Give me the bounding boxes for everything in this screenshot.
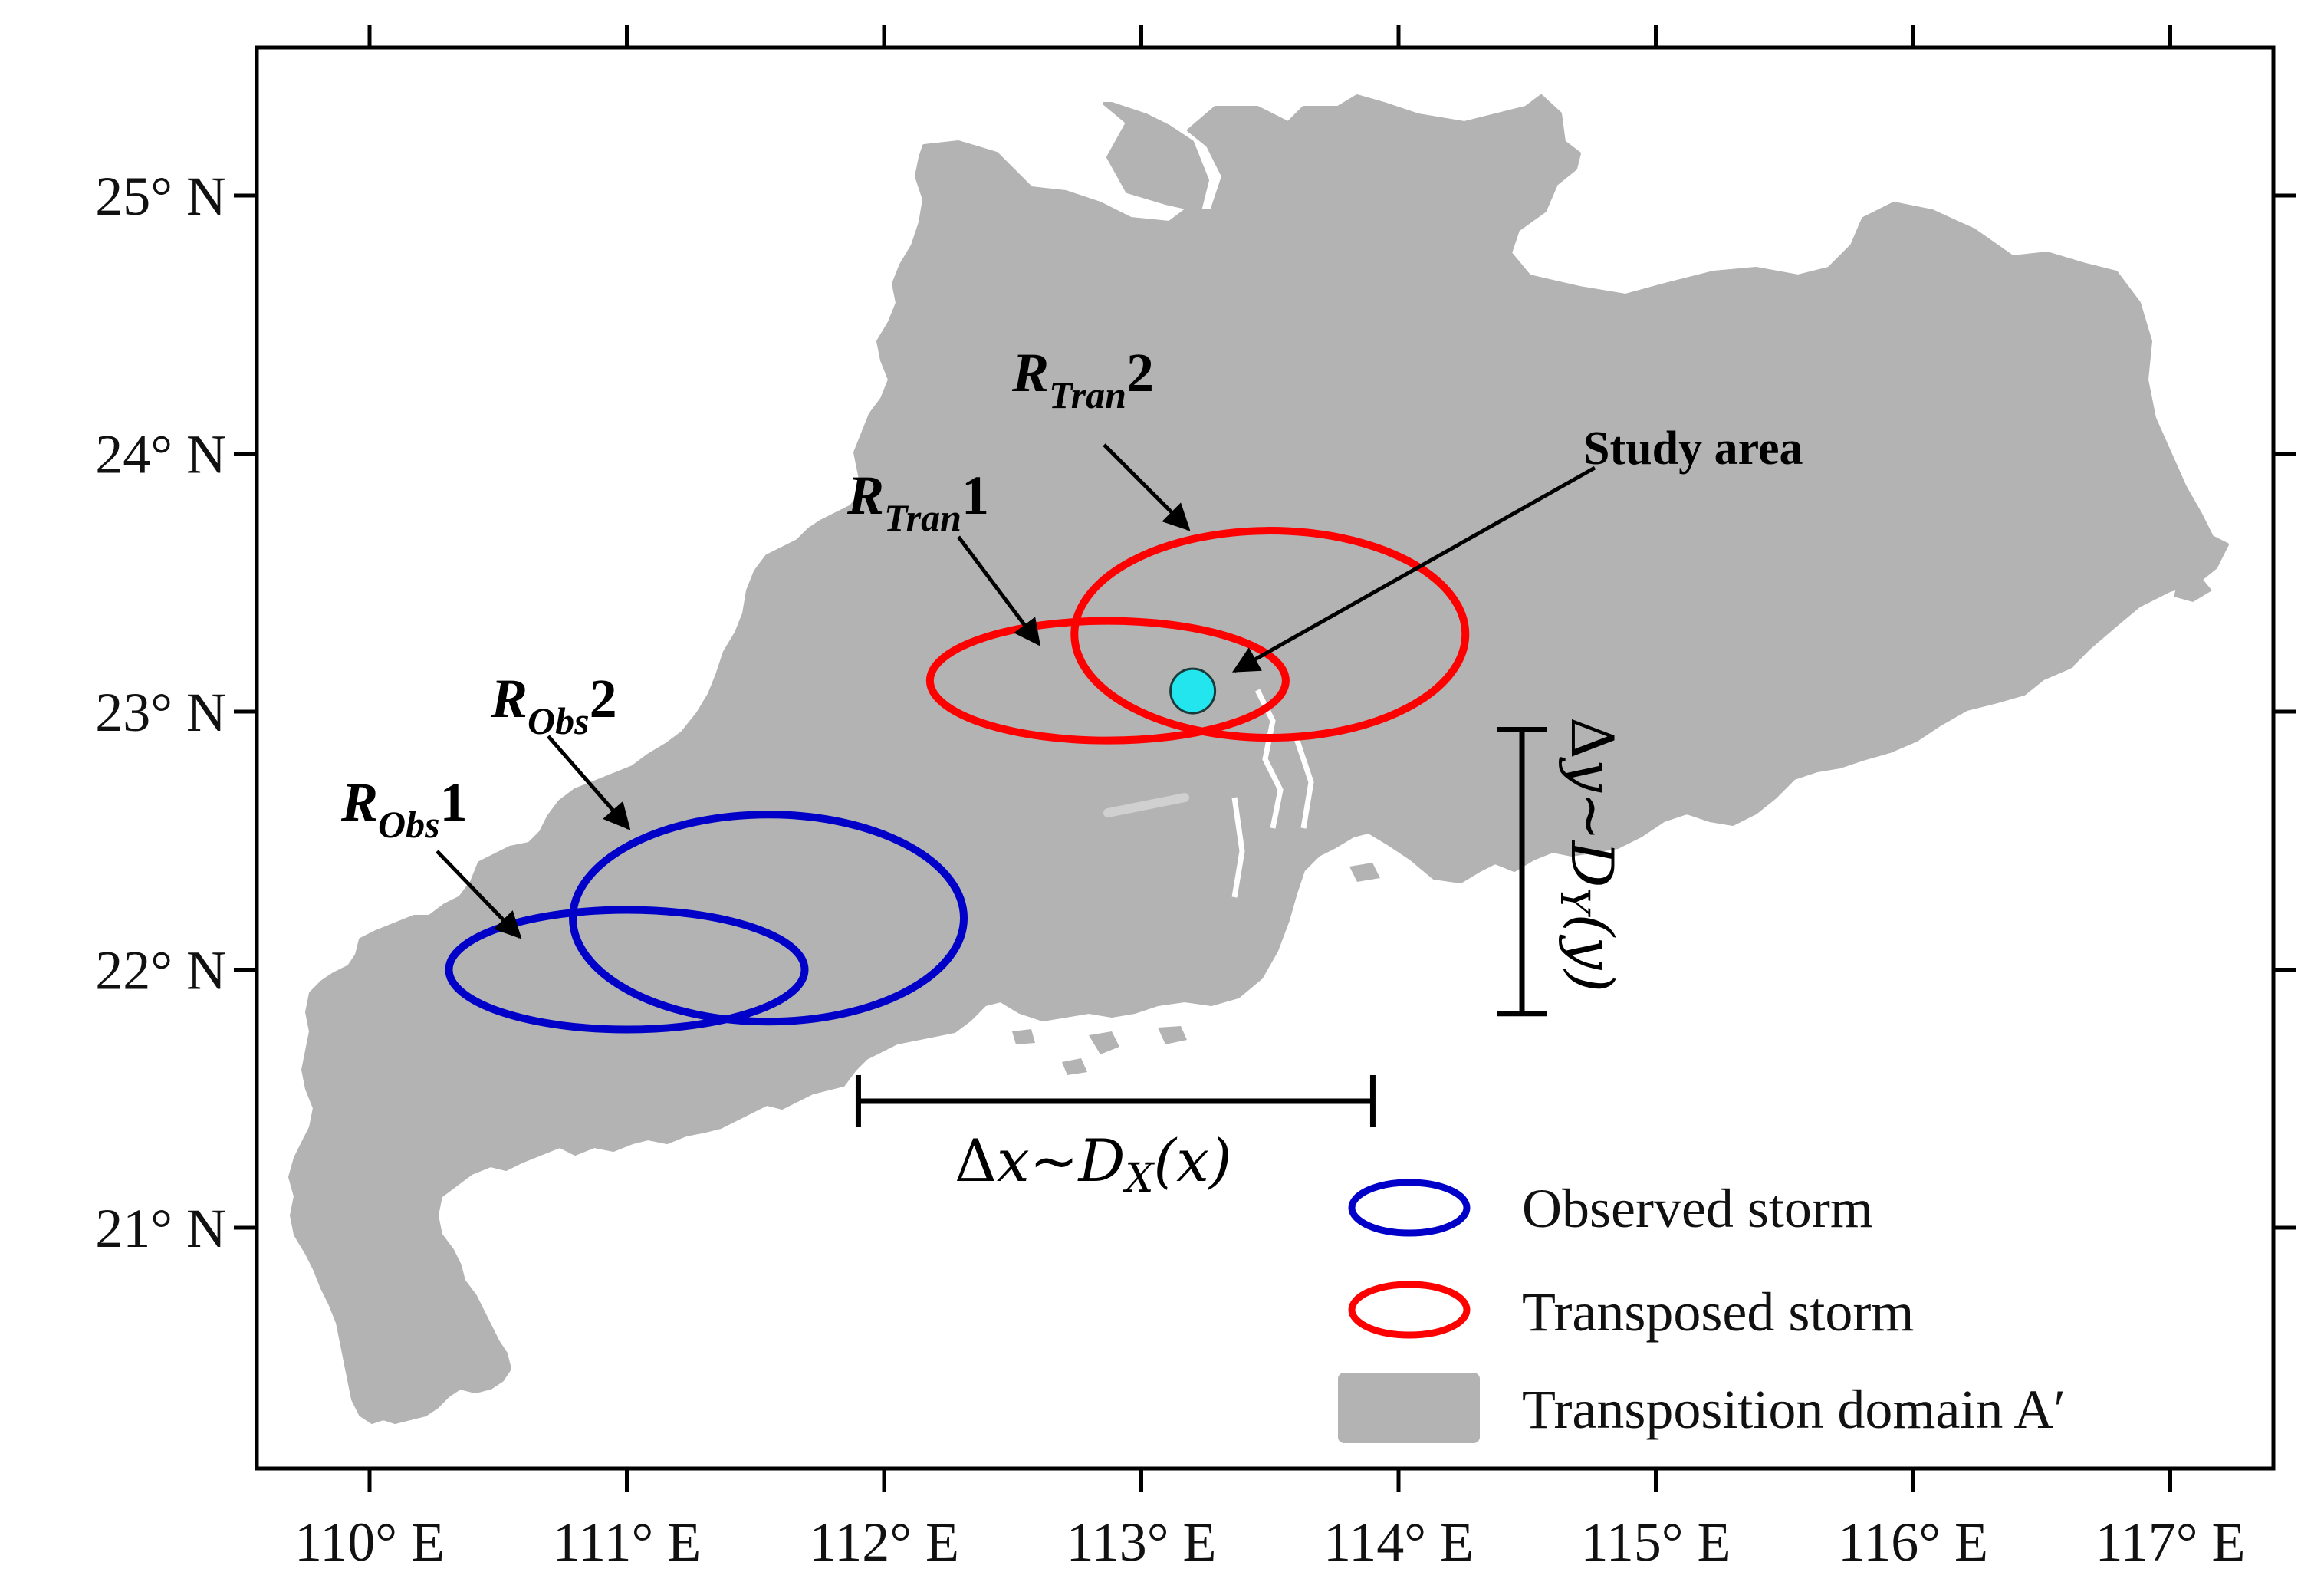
storm-ellipse-obs1 <box>445 906 809 1034</box>
domain-island-south-1 <box>1089 1031 1119 1054</box>
lat-tick-label: 23° N <box>95 682 226 743</box>
label-tran2: RTran2 <box>1011 342 1154 416</box>
storm-ellipse-tran1 <box>925 617 1290 745</box>
lon-tick-label: 112° E <box>809 1511 959 1573</box>
storm-ellipse-tran2 <box>1070 527 1470 742</box>
label-tran1: RTran1 <box>846 465 989 539</box>
dx-label: Δx~DX(x) <box>955 1126 1232 1202</box>
arrow-tran1 <box>957 535 1041 646</box>
legend-observed-label: Observed storm <box>1522 1178 1873 1239</box>
arrow-obs1 <box>436 850 522 939</box>
arrow-study-area <box>1231 465 1596 673</box>
storm-ellipse-obs2 <box>569 811 968 1026</box>
legend-observed-swatch <box>1348 1179 1471 1237</box>
lon-tick-label: 111° E <box>553 1511 701 1573</box>
legend-transposed-label: Transposed storm <box>1522 1281 1914 1343</box>
legend: Observed storm Transposed storm Transpos… <box>1338 1178 2066 1443</box>
lat-tick-label: 22° N <box>95 940 226 1001</box>
lon-tick-label: 110° E <box>294 1511 445 1573</box>
legend-transposed-swatch <box>1348 1281 1471 1339</box>
domain-island-south-3 <box>1349 863 1380 882</box>
arrow-tran2 <box>1103 443 1191 531</box>
legend-domain-swatch <box>1338 1373 1480 1443</box>
label-obs2: RObs2 <box>490 668 617 742</box>
lat-ticks: 25° N 24° N 23° N 22° N 21° N <box>95 166 2296 1259</box>
reservoir-mark <box>1103 793 1189 817</box>
domain-island-south-4 <box>1012 1029 1035 1044</box>
lon-tick-label: 113° E <box>1066 1511 1216 1573</box>
arrow-obs2 <box>547 735 631 830</box>
domain-island-south-2 <box>1158 1026 1187 1044</box>
dx-bar <box>855 1075 1376 1127</box>
domain-mainland <box>288 94 2229 1424</box>
lat-tick-label: 25° N <box>95 166 226 227</box>
lon-tick-label: 114° E <box>1323 1511 1474 1573</box>
lon-ticks: 110° E 111° E 112° E 113° E 114° E 115° E 116°… <box>294 25 2246 1573</box>
transposition-domain <box>288 94 2229 1424</box>
lon-tick-label: 115° E <box>1580 1511 1731 1573</box>
dy-bar <box>1497 727 1547 1017</box>
domain-island-south-5 <box>1062 1058 1087 1075</box>
lat-tick-label: 24° N <box>95 424 226 485</box>
lon-tick-label: 117° E <box>2095 1511 2245 1573</box>
study-area-marker <box>1169 667 1217 715</box>
lon-tick-label: 116° E <box>1838 1511 1988 1573</box>
legend-domain-label: Transposition domain A′ <box>1522 1379 2066 1440</box>
label-study-area: Study area <box>1583 423 1803 475</box>
label-obs1: RObs1 <box>340 771 468 846</box>
lat-tick-label: 21° N <box>95 1198 226 1259</box>
dy-label: Δy~DY(y) <box>1551 717 1626 992</box>
domain-island-east <box>2174 577 2212 602</box>
